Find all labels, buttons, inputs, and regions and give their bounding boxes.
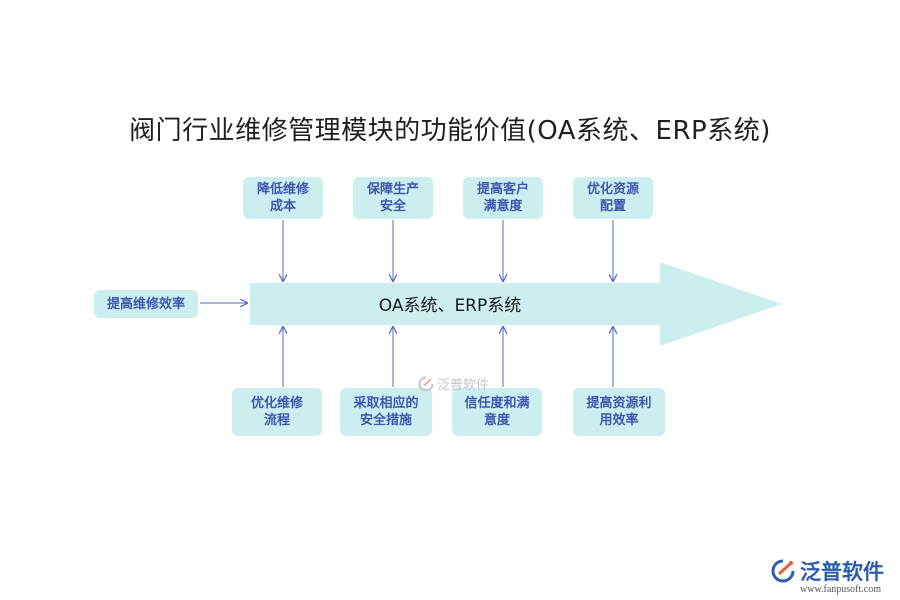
top-box-4: 优化资源 配置 <box>573 177 653 219</box>
brand-logo-icon <box>771 559 795 583</box>
bottom-box-2: 采取相应的 安全措施 <box>340 388 432 436</box>
top-box-3: 提高客户 满意度 <box>463 177 543 219</box>
bottom-box-3: 信任度和满 意度 <box>452 388 542 436</box>
bottom-box-4: 提高资源利 用效率 <box>573 388 665 436</box>
left-box: 提高维修效率 <box>94 290 198 318</box>
watermark-logo-icon <box>418 376 434 391</box>
top-box-1: 降低维修 成本 <box>243 177 323 219</box>
watermark: 泛普软件 <box>418 374 489 393</box>
watermark-text: 泛普软件 <box>437 378 490 393</box>
brand-name: 泛普软件 <box>800 560 884 584</box>
diagram-title: 阀门行业维修管理模块的功能价值(OA系统、ERP系统) <box>129 116 771 146</box>
brand-logo: 泛普软件 www.fanpusoft.com <box>770 556 884 595</box>
main-arrow <box>250 262 782 346</box>
bottom-box-1: 优化维修 流程 <box>232 388 322 436</box>
center-label: OA系统、ERP系统 <box>378 296 522 316</box>
brand-url: www.fanpusoft.com <box>800 584 882 595</box>
top-box-2: 保障生产 安全 <box>353 177 433 219</box>
